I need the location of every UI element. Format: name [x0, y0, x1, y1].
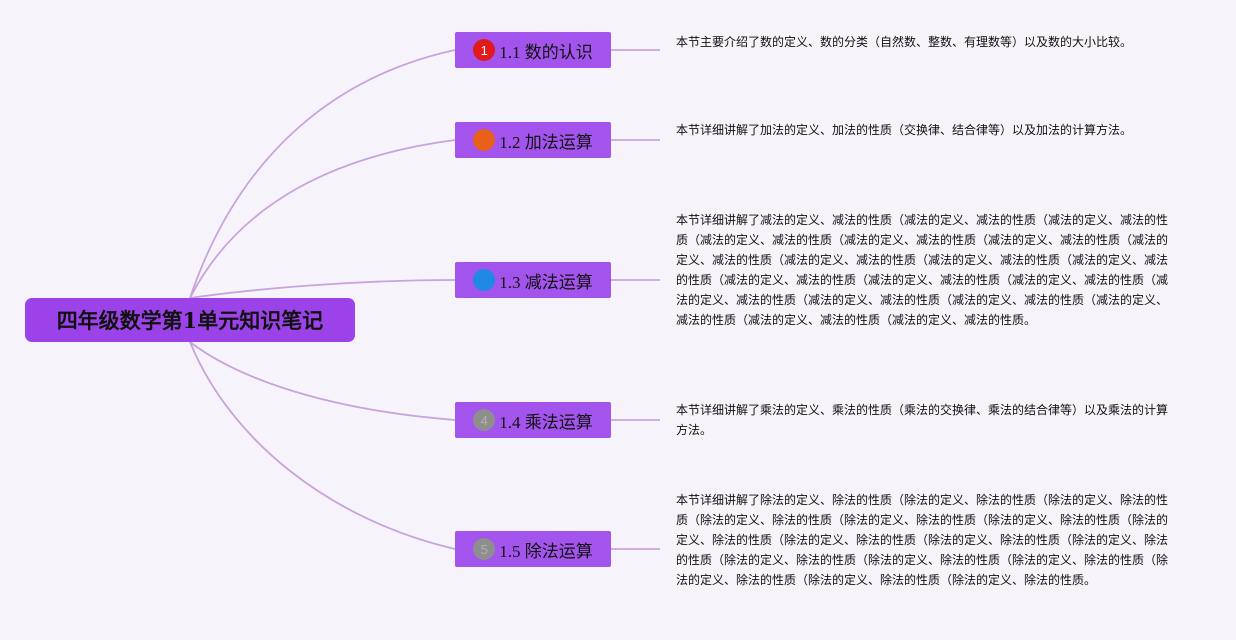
- branch-description-1-2: 本节详细讲解了加法的定义、加法的性质（交换律、结合律等）以及加法的计算方法。: [676, 123, 1133, 137]
- badge-3: 3: [473, 269, 496, 291]
- link-root-branch-4: [189, 341, 456, 421]
- branch-label: 1.3 减法运算: [499, 272, 593, 292]
- badge-4: 4: [473, 409, 496, 431]
- root-title: 四年级数学第1单元知识笔记: [56, 308, 324, 333]
- link-root-branch-5: [189, 341, 456, 550]
- link-root-branch-2: [189, 139, 456, 299]
- branch-description-1-3: 本节详细讲解了减法的定义、减法的性质（减法的定义、减法的性质（减法的定义、减法的…: [676, 213, 1169, 327]
- link-root-branch-1: [189, 49, 456, 299]
- branch-node-1-3[interactable]: 3 1.3 减法运算: [455, 262, 611, 298]
- branch-description-1-5: 本节详细讲解了除法的定义、除法的性质（除法的定义、除法的性质（除法的定义、除法的…: [676, 493, 1169, 587]
- branch-node-1-5[interactable]: 5 1.5 除法运算: [455, 531, 611, 567]
- badge-1: 1: [473, 39, 496, 61]
- branch-label: 1.5 除法运算: [499, 541, 593, 561]
- badge-2: 2: [473, 129, 496, 151]
- branch-description-1-4: 本节详细讲解了乘法的定义、乘法的性质（乘法的交换律、乘法的结合律等）以及乘法的计…: [676, 403, 1169, 437]
- branch-label: 1.2 加法运算: [499, 132, 593, 152]
- branch-description-1-1: 本节主要介绍了数的定义、数的分类（自然数、整数、有理数等）以及数的大小比较。: [676, 35, 1133, 49]
- branch-label: 1.1 数的认识: [499, 42, 593, 62]
- branch-node-1-4[interactable]: 4 1.4 乘法运算: [455, 402, 611, 438]
- branch-label: 1.4 乘法运算: [499, 412, 593, 432]
- branch-node-1-1[interactable]: 1 1.1 数的认识: [455, 32, 611, 68]
- root-node[interactable]: 四年级数学第1单元知识笔记: [25, 298, 355, 342]
- branch-node-1-2[interactable]: 2 1.2 加法运算: [455, 122, 611, 158]
- link-root-branch-3: [189, 279, 456, 299]
- badge-5: 5: [473, 538, 496, 560]
